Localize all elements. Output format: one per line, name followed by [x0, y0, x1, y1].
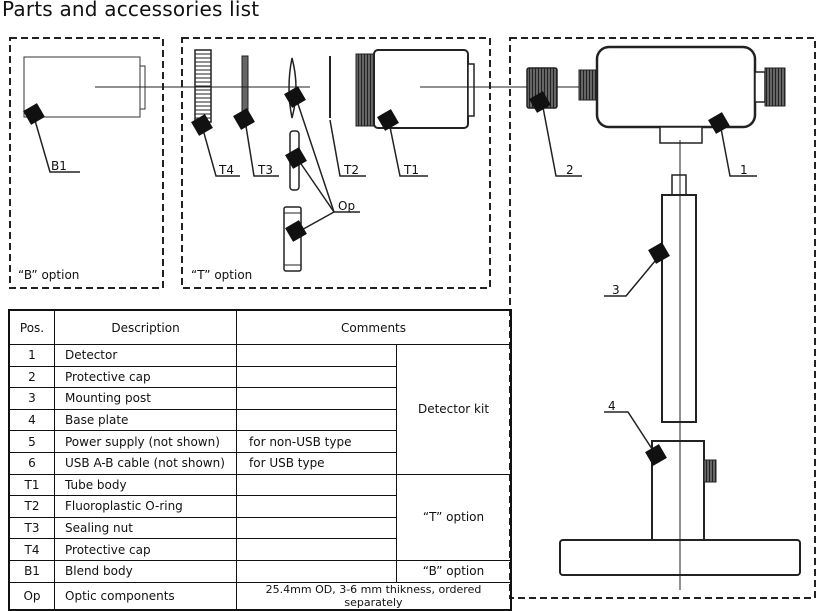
leader-1 — [719, 122, 757, 177]
t4-protective-cap-drawing — [194, 49, 212, 123]
callout-label-2: 2 — [566, 163, 574, 177]
detector-kit-box — [509, 37, 816, 599]
cell-comment: for USB type — [236, 451, 397, 475]
t-option-box — [181, 37, 491, 289]
table-row: T3 Sealing nut — [8, 516, 511, 540]
page-title: Parts and accessories list — [2, 0, 260, 21]
leader-t3 — [244, 119, 279, 177]
leader-t2 — [329, 119, 366, 177]
detector-drawing — [578, 45, 786, 144]
callout-label-t3: T3 — [257, 163, 273, 177]
cell-description: Base plate — [54, 408, 237, 432]
header-description: Description — [54, 309, 237, 345]
callout-label-3: 3 — [612, 283, 620, 297]
table-header-row: Pos. Description Comments — [8, 309, 512, 345]
cell-description: Optic components — [54, 581, 237, 611]
cell-comment — [236, 387, 397, 410]
callout-marker-op-2 — [285, 147, 307, 169]
cell-description: Power supply (not shown) — [54, 430, 237, 453]
callout-marker-4 — [645, 444, 667, 466]
group-t-option: “T” option — [396, 473, 512, 561]
callout-b1 — [33, 116, 80, 173]
callout-label-4: 4 — [608, 399, 616, 413]
callout-marker-b1 — [23, 103, 45, 125]
cell-pos: T3 — [8, 516, 55, 540]
table-row: Op Optic components 25.4mm OD, 3-6 mm th… — [8, 581, 512, 611]
t1-tube-body-drawing — [355, 49, 475, 129]
leader-2 — [541, 101, 582, 177]
parts-table: Pos. Description Comments 1 Detector Det… — [8, 309, 512, 611]
callout-marker-2 — [529, 91, 551, 113]
table-row: T1 Tube body “T” option — [8, 473, 512, 561]
leader-op-3 — [297, 211, 335, 233]
cell-pos: 6 — [8, 451, 55, 475]
table-row: T2 Fluoroplastic O-ring — [8, 495, 511, 518]
cell-description: Blend body — [54, 559, 237, 583]
leader-op-2 — [296, 157, 335, 213]
cell-comment — [236, 538, 397, 561]
cell-pos: 2 — [8, 365, 55, 389]
table-row: 2 Protective cap — [8, 365, 511, 389]
cell-pos: 1 — [8, 344, 55, 367]
cell-comment: for non-USB type — [236, 430, 397, 453]
cell-comment — [236, 408, 397, 432]
table-row: 5 Power supply (not shown) for non-USB t… — [8, 430, 511, 453]
callout-marker-t4 — [191, 114, 213, 136]
group-detector-kit: Detector kit — [396, 344, 512, 475]
t-option-label: “T” option — [191, 268, 252, 282]
cell-pos: 4 — [8, 408, 55, 432]
callout-label-t1: T1 — [403, 163, 419, 177]
callout-label-b1: B1 — [51, 159, 67, 173]
mounting-post-drawing — [661, 174, 697, 423]
cell-description: Mounting post — [54, 387, 237, 410]
cell-description: Sealing nut — [54, 516, 237, 540]
table-row: 1 Detector Detector kit — [8, 344, 512, 475]
cell-comment — [236, 365, 397, 389]
leader-4 — [604, 411, 657, 456]
b-option-box — [9, 37, 164, 289]
callout-label-t4: T4 — [218, 163, 234, 177]
callout-label-1: 1 — [740, 163, 748, 177]
header-pos: Pos. — [8, 309, 55, 345]
callout-marker-op-1 — [284, 86, 306, 108]
cell-comment — [236, 516, 397, 540]
cell-pos: 3 — [8, 387, 55, 410]
callout-marker-1 — [708, 112, 730, 134]
cell-pos: T1 — [8, 473, 55, 497]
cell-pos: T2 — [8, 495, 55, 518]
callout-label-t2: T2 — [343, 163, 359, 177]
cell-description: Protective cap — [54, 365, 237, 389]
b-option-label: “B” option — [18, 268, 79, 282]
cell-pos: B1 — [8, 559, 55, 583]
callout-marker-3 — [648, 242, 670, 264]
cell-description: Protective cap — [54, 538, 237, 561]
callout-marker-t3 — [233, 108, 255, 130]
cell-description: Detector — [54, 344, 237, 367]
cell-pos: Op — [8, 581, 55, 611]
leader-3 — [604, 254, 661, 297]
cell-comment — [236, 344, 397, 367]
callout-marker-t1 — [377, 109, 399, 131]
table-row: B1 Blend body “B” option — [8, 559, 512, 583]
leader-op-1 — [295, 97, 360, 213]
cell-pos: 5 — [8, 430, 55, 453]
optic-comment: 25.4mm OD, 3-6 mm thikness, ordered sepa… — [236, 581, 512, 611]
callout-marker-op-3 — [285, 220, 307, 242]
group-b-option: “B” option — [396, 559, 512, 583]
cell-description: USB A-B cable (not shown) — [54, 451, 237, 475]
cell-comment — [236, 495, 397, 518]
cell-pos: T4 — [8, 538, 55, 561]
cell-comment — [236, 559, 397, 583]
cell-description: Tube body — [54, 473, 237, 497]
header-comments: Comments — [236, 309, 512, 345]
cell-description: Fluoroplastic O-ring — [54, 495, 237, 518]
cell-comment — [236, 473, 397, 497]
leader-t1 — [388, 121, 428, 177]
leader-t4 — [201, 125, 240, 177]
callout-label-op: Op — [338, 199, 355, 213]
